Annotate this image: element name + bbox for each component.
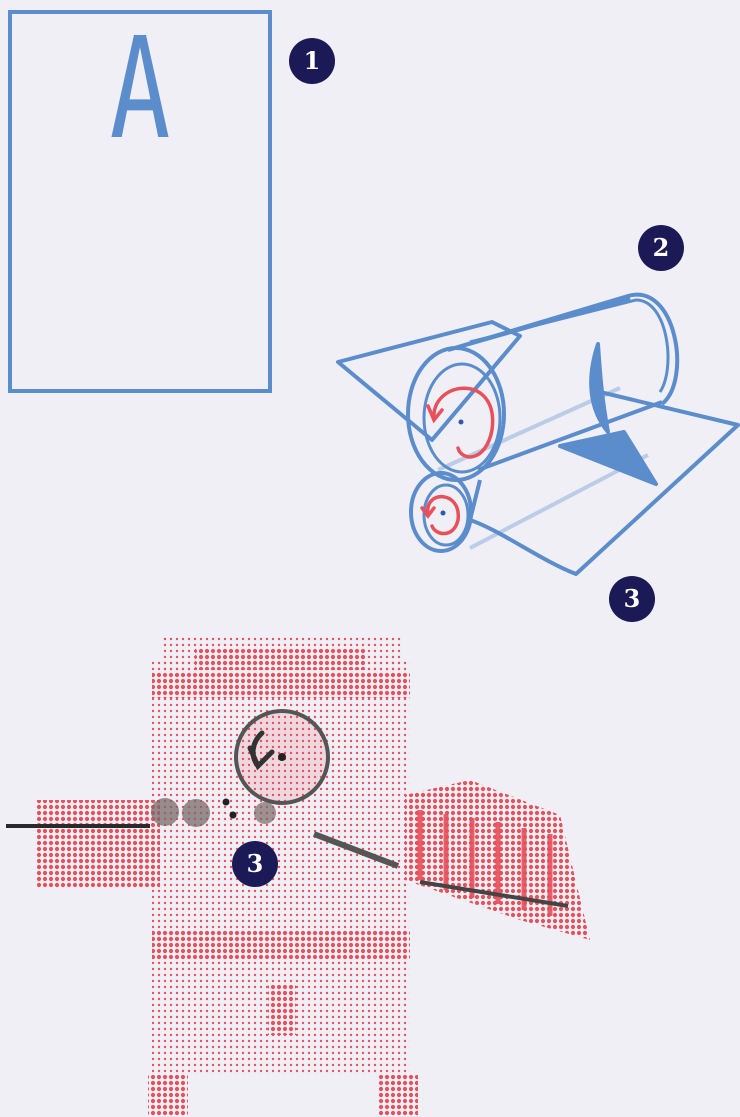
feeder-tray (35, 800, 160, 888)
step-badge-3-top: 3 (609, 576, 655, 622)
step-badge-2: 2 (638, 225, 684, 271)
press-base (152, 930, 410, 960)
step-badge-1: 1 (289, 38, 335, 84)
sheet-letter: A (48, 20, 232, 160)
press-leg-left (148, 1075, 188, 1117)
step-badge-3-bottom: 3 (232, 841, 278, 887)
printing-rollers-icon (330, 285, 740, 585)
paper-sheet-icon: A (8, 10, 272, 393)
press-leg-right (378, 1075, 418, 1117)
paper-fold (591, 344, 608, 432)
printing-press-machine-icon (0, 630, 600, 1117)
ink-roller (151, 798, 179, 826)
